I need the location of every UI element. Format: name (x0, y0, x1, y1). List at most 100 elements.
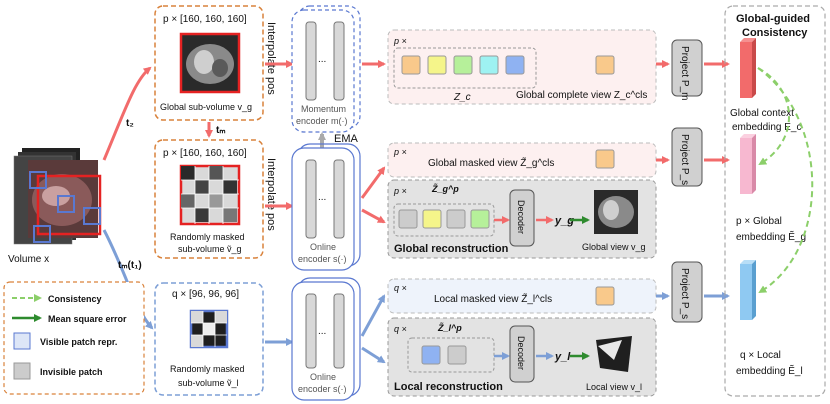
online-encoder-1 (291, 143, 361, 271)
local-subvolume-size: q × [96, 96, 96] (172, 289, 239, 300)
local-subvolume-caption2: sub-volume ṽ_l (178, 378, 239, 388)
yl-label: y_l (554, 351, 571, 363)
input-volume (13, 148, 102, 245)
momentum-encoder-line2: encoder m(·) (296, 116, 348, 126)
momentum-ellipsis: ... (318, 54, 326, 65)
masked-global-image (179, 164, 241, 226)
online-encoder-2-line2: encoder s(·) (298, 384, 347, 394)
local-embedding-label2: embedding Ẽ_l (736, 364, 803, 377)
local-masked-caption: Local masked view Z̃_l^cls (434, 292, 552, 305)
local-view-label: Local view v_l (586, 382, 642, 392)
global-view-label: Global view v_g (582, 242, 646, 252)
projector-pm (671, 39, 703, 97)
zc-token-2 (427, 55, 447, 75)
local-masked-cls-token (595, 286, 615, 306)
masked-global-caption1: Randomly masked (170, 232, 245, 242)
local-decoder-label: Decoder (516, 336, 526, 370)
global-context-embedding-bar (740, 38, 756, 98)
masked-global-subvolume-box (154, 139, 264, 259)
arrow-online1-recon (361, 208, 386, 224)
consistency-arrow-2 (757, 67, 814, 294)
local-subvolume-caption1: Randomly masked (170, 364, 245, 374)
zl-token-2 (447, 345, 467, 365)
global-masked-caption: Global masked view Z̃_g^cls (428, 156, 554, 169)
online-encoder-2-line1: Online (310, 372, 336, 382)
local-view-image (596, 336, 632, 372)
legend-consistency: Consistency (48, 294, 102, 304)
global-masked-cls-token (595, 149, 615, 169)
global-embedding-label2: embedding Ẽ_g (736, 230, 806, 243)
global-embedding-label1: p × Global (736, 216, 782, 227)
online-encoder-1-line1: Online (310, 242, 336, 252)
global-complete-prefix: p × (393, 36, 407, 46)
global-context-label2: embedding E_c (732, 122, 802, 133)
legend-visible-icon (13, 332, 31, 350)
global-recon-prefix: p × (393, 186, 407, 196)
legend-visible: Visible patch repr. (40, 337, 117, 347)
local-recon-prefix: q × (394, 324, 407, 334)
consistency-title2: Consistency (742, 27, 808, 39)
ema-label: EMA (334, 133, 359, 145)
zg-label: Z̃_g^p (431, 183, 459, 194)
global-subvolume-size: p × [160, 160, 160] (163, 14, 247, 25)
global-decoder-label: Decoder (516, 200, 526, 234)
zc-group (393, 47, 537, 89)
legend-invisible: Invisible patch (40, 367, 103, 377)
zc-token-1 (401, 55, 421, 75)
zg-token-2 (422, 209, 442, 229)
global-context-label1: Global context (730, 108, 794, 119)
zc-label: Z_c (453, 92, 471, 103)
interpolate-pos-2: Interpolate pos (265, 158, 277, 231)
global-subvolume-box (154, 5, 264, 121)
arrow-online1-masked (360, 166, 386, 199)
online-encoder-2 (291, 277, 361, 401)
zg-token-4 (470, 209, 490, 229)
local-embedding-label1: q × Local (740, 350, 781, 361)
legend-mse: Mean square error (48, 314, 127, 324)
local-recon-title: Local reconstruction (394, 381, 503, 393)
projector-ps-2-label: Project P_s (679, 268, 690, 319)
online-encoder-1-line2: encoder s(·) (298, 254, 347, 264)
interpolate-pos-1: Interpolate pos (265, 22, 277, 95)
online-2-ellipsis: ... (318, 326, 326, 337)
zl-token-1 (421, 345, 441, 365)
legend-invisible-icon (13, 362, 31, 380)
projector-ps-2 (671, 261, 703, 323)
branch-arrow-global (102, 66, 152, 161)
local-subvolume-image (189, 309, 229, 349)
global-decoder (509, 189, 535, 247)
zg-token-3 (446, 209, 466, 229)
zc-token-3 (453, 55, 473, 75)
zl-label: Z̃_l^p (437, 322, 462, 333)
arrow-online2-masked (360, 294, 386, 337)
t2-label: t₂ (126, 118, 134, 129)
tm-t1-label: tₘ(t₁) (118, 260, 142, 271)
global-subvolume-image (179, 32, 241, 94)
global-complete-caption: Global complete view Z_c^cls (516, 90, 647, 101)
volume-label: Volume x (8, 254, 49, 265)
local-embedding-bar (740, 260, 756, 320)
consistency-panel (724, 5, 826, 397)
masked-global-size: p × [160, 160, 160] (163, 148, 247, 159)
yg-label: y_g (554, 215, 574, 227)
zc-token-5 (505, 55, 525, 75)
masked-global-caption2: sub-volume ṽ_g (178, 244, 242, 254)
projector-ps-1 (671, 127, 703, 187)
global-masked-prefix: p × (393, 147, 407, 157)
global-view-image (594, 190, 638, 234)
projector-pm-label: Project P_m (679, 46, 690, 100)
legend-box (3, 281, 145, 395)
tm-label: tₘ (216, 125, 226, 136)
global-recon-title: Global reconstruction (394, 243, 509, 255)
local-masked-prefix: q × (394, 283, 407, 293)
projector-ps-1-label: Project P_s (679, 134, 690, 185)
global-subvolume-caption: Global sub-volume v_g (160, 102, 252, 112)
momentum-encoder (291, 5, 361, 133)
local-decoder (509, 325, 535, 383)
zc-cls-token (595, 55, 615, 75)
zg-token-1 (398, 209, 418, 229)
local-subvolume-box (154, 282, 264, 396)
zc-token-4 (479, 55, 499, 75)
arrow-online2-recon (361, 346, 386, 364)
